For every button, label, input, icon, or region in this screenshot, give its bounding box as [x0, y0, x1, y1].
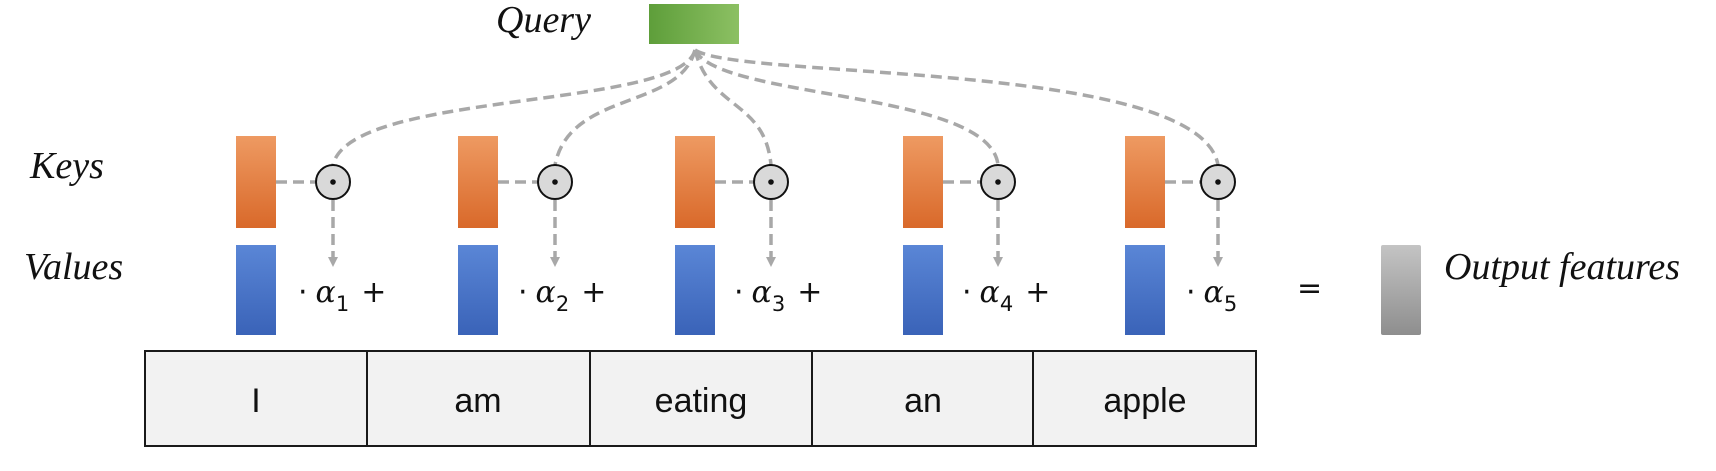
- query-connector-1: [331, 49, 697, 166]
- token-word-3: eating: [655, 382, 748, 420]
- dot-product-center-5: [1215, 179, 1221, 185]
- equals-sign: =: [1297, 271, 1322, 306]
- dot-product-center-2: [552, 179, 558, 185]
- query-connector-2: [553, 49, 697, 166]
- value-vector-2: [458, 245, 498, 335]
- weight-term-4: ·α4+: [962, 275, 1050, 316]
- token-word-4: an: [904, 382, 942, 420]
- value-vector-1: [236, 245, 276, 335]
- weight-term-2: ·α2+: [518, 275, 606, 316]
- value-vector-5: [1125, 245, 1165, 335]
- value-vector-4: [903, 245, 943, 335]
- query-connector-5: [694, 48, 1220, 166]
- key-vector-5: [1125, 136, 1165, 228]
- token-word-2: am: [454, 382, 501, 420]
- query-vector: [649, 4, 739, 44]
- value-vector-3: [675, 245, 715, 335]
- token-word-5: apple: [1103, 382, 1186, 420]
- key-vector-4: [903, 136, 943, 228]
- query-connector-3: [693, 49, 773, 166]
- dot-product-center-3: [768, 179, 774, 185]
- key-vector-3: [675, 136, 715, 228]
- weight-term-5: ·α5: [1186, 275, 1237, 316]
- weight-term-3: ·α3+: [734, 275, 822, 316]
- dot-product-center-4: [995, 179, 1001, 185]
- output-vector: [1381, 245, 1421, 335]
- column-5: ·α5 apple: [1103, 136, 1237, 420]
- keys-label: Keys: [29, 145, 104, 187]
- column-3: ·α3+ eating: [655, 136, 822, 446]
- token-word-1: I: [251, 382, 260, 420]
- column-4: ·α4+ an: [903, 136, 1050, 446]
- weight-term-1: ·α1+: [298, 275, 386, 316]
- token-table: [144, 350, 1257, 447]
- key-vector-2: [458, 136, 498, 228]
- query-connectors: [331, 48, 1220, 166]
- dot-product-center-1: [330, 179, 336, 185]
- values-label: Values: [24, 246, 123, 288]
- column-1: ·α1+ I: [236, 136, 386, 446]
- column-2: ·α2+ am: [454, 136, 606, 446]
- output-label: Output features: [1444, 246, 1680, 288]
- key-vector-1: [236, 136, 276, 228]
- query-label: Query: [496, 0, 591, 41]
